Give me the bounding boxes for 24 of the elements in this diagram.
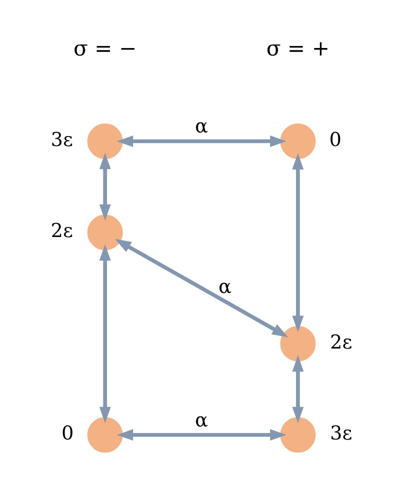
node-circle [87, 417, 123, 453]
node-label: 3ε [50, 128, 73, 152]
label: σ = − [73, 35, 137, 60]
arrow [116, 429, 286, 441]
node-label: 0 [62, 422, 74, 445]
edge-label: α [218, 274, 232, 298]
arrow [99, 244, 111, 424]
arrow [99, 152, 111, 221]
node-label: 0 [329, 128, 342, 152]
node-circle [87, 124, 123, 160]
edge-label: α [195, 408, 208, 432]
node-label: 3ε [330, 422, 352, 445]
arrow [292, 153, 304, 332]
node-circle [280, 124, 316, 160]
arrow [292, 355, 304, 424]
node-label: 2ε [330, 330, 352, 354]
node-circle [87, 214, 123, 250]
node-label: 2ε [50, 219, 73, 242]
edge-label: α [195, 114, 208, 138]
node-circle [280, 417, 316, 453]
node-circle [280, 326, 316, 362]
arrow [116, 136, 286, 147]
arrow [114, 238, 288, 338]
label: σ = + [266, 35, 330, 60]
